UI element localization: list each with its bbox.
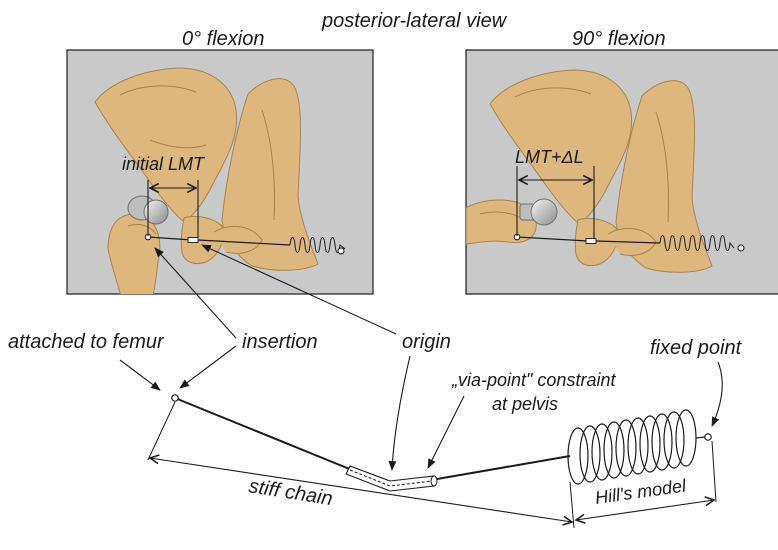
view-title: posterior-lateral view	[321, 10, 508, 32]
tendon-segment	[437, 456, 570, 479]
right-panel-90-flexion: LMT+ΔL	[466, 50, 778, 294]
hills-model-label: Hill's model	[594, 475, 688, 508]
arrow-fixed-point	[712, 362, 722, 426]
right-panel-title: 90° flexion	[572, 28, 666, 50]
insertion-label: insertion	[242, 331, 318, 353]
right-via-point	[586, 239, 596, 244]
attached-to-femur-label: attached to femur	[8, 331, 165, 353]
arrow-origin-schematic	[392, 356, 410, 470]
stiff-chain-segment	[175, 398, 352, 470]
via-point-label-line2: at pelvis	[492, 394, 558, 414]
fixed-point-label: fixed point	[650, 337, 743, 359]
left-panel-title: 0° flexion	[182, 28, 265, 50]
schematic-model: stiff chain Hill's model	[148, 395, 716, 528]
lmt-delta-label: LMT+ΔL	[515, 147, 584, 167]
arrow-insertion-schematic	[180, 346, 236, 388]
right-fixed-point	[738, 245, 744, 251]
schematic-fixed-point	[705, 434, 711, 440]
left-panel-0-flexion: initial LMT	[67, 50, 373, 300]
left-via-point	[188, 238, 198, 243]
left-fixed-point	[338, 248, 344, 254]
initial-lmt-label: initial LMT	[122, 154, 206, 174]
arrow-via-point	[428, 396, 464, 468]
schematic-insertion-point	[172, 395, 178, 401]
origin-label: origin	[402, 331, 451, 353]
stiff-chain-label: stiff chain	[247, 475, 334, 510]
arrow-attached-to-femur	[120, 360, 160, 390]
stiff-chain-dimension	[148, 402, 574, 528]
hills-model-spring	[568, 410, 705, 484]
via-point-label-line1: „via-point" constraint	[451, 370, 616, 390]
